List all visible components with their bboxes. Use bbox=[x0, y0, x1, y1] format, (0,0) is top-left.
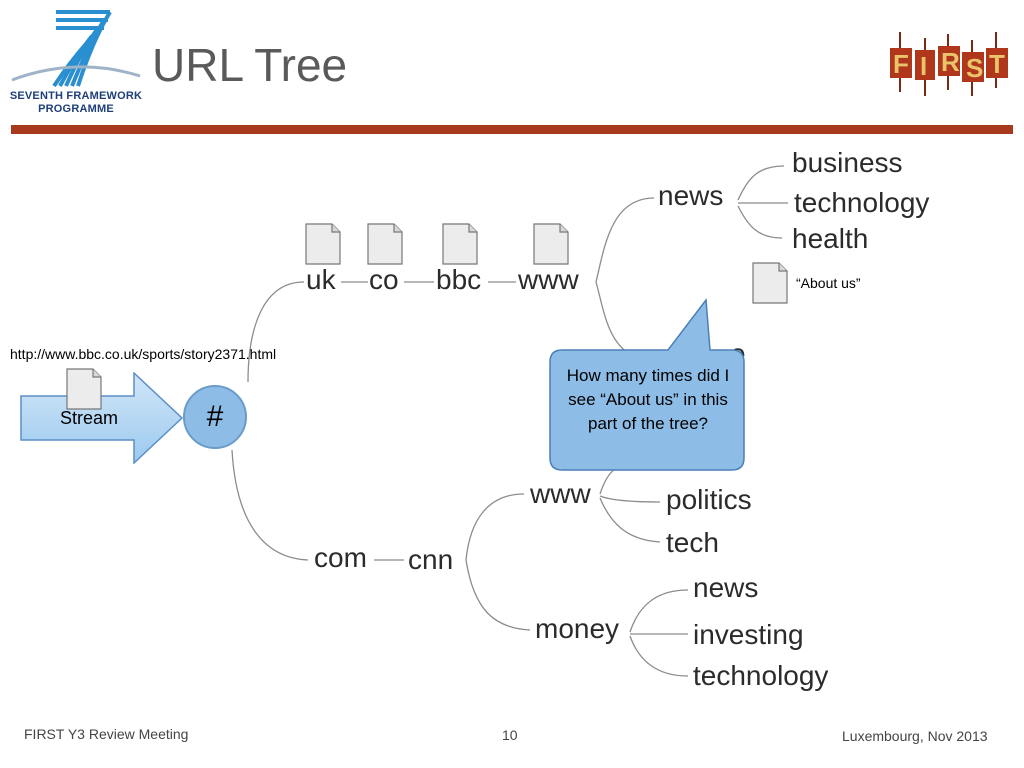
footer-page-number: 10 bbox=[502, 727, 518, 743]
tree-node-www-cnn: www bbox=[530, 478, 591, 509]
first-logo-icon: F I R S T bbox=[890, 32, 1008, 96]
tree-node-tech: tech bbox=[666, 527, 719, 558]
stream-label: Stream bbox=[59, 408, 119, 428]
stream-arrow bbox=[20, 372, 184, 464]
tree-node-money-technology: technology bbox=[693, 660, 829, 691]
tree-node-money: money bbox=[535, 613, 620, 644]
tree-node-technology: technology bbox=[794, 187, 930, 218]
fp7-seven-icon bbox=[11, 10, 141, 88]
document-icon bbox=[442, 223, 478, 265]
tree-node-www-bbc: www bbox=[518, 264, 579, 295]
root-node: # bbox=[183, 385, 247, 449]
tree-node-bbc: bbc bbox=[436, 264, 482, 295]
document-icon bbox=[533, 223, 569, 265]
tree-node-business: business bbox=[792, 147, 903, 178]
stream-url: http://www.bbc.co.uk/sports/story2371.ht… bbox=[10, 346, 277, 362]
svg-text:R: R bbox=[941, 47, 960, 77]
tree-node-com: com bbox=[314, 542, 367, 573]
svg-text:I: I bbox=[920, 51, 927, 81]
document-icon bbox=[367, 223, 403, 265]
document-icon bbox=[305, 223, 341, 265]
header-divider bbox=[11, 125, 1013, 134]
slide-title: URL Tree bbox=[152, 39, 348, 91]
stream-document-icon bbox=[66, 368, 102, 410]
svg-text:S: S bbox=[966, 53, 983, 83]
tree-node-health: health bbox=[792, 223, 869, 254]
tree-node-politics: politics bbox=[666, 484, 752, 515]
first-logo: F I R S T bbox=[888, 30, 1010, 98]
svg-text:F: F bbox=[893, 49, 909, 79]
tree-node-investing: investing bbox=[693, 619, 804, 650]
tree-node-cnn: cnn bbox=[408, 544, 454, 575]
tree-node-news: news bbox=[658, 180, 724, 211]
about-us-label: “About us” bbox=[796, 275, 861, 291]
fp7-text-line1: SEVENTH FRAMEWORK bbox=[9, 90, 143, 102]
about-us-document-icon bbox=[752, 262, 788, 304]
tree-node-money-news: news bbox=[693, 572, 759, 603]
callout-text: How many times did I see “About us” in t… bbox=[566, 366, 730, 433]
fp7-text-line2: PROGRAMME bbox=[38, 103, 114, 115]
footer-meeting: FIRST Y3 Review Meeting bbox=[24, 726, 189, 742]
fp7-logo: SEVENTH FRAMEWORK PROGRAMME bbox=[8, 6, 144, 118]
svg-text:T: T bbox=[989, 49, 1005, 79]
tree-node-uk: uk bbox=[306, 264, 336, 295]
tree-node-co: co bbox=[369, 264, 399, 295]
footer-location-date: Luxembourg, Nov 2013 bbox=[842, 728, 988, 744]
question-callout bbox=[549, 297, 745, 471]
